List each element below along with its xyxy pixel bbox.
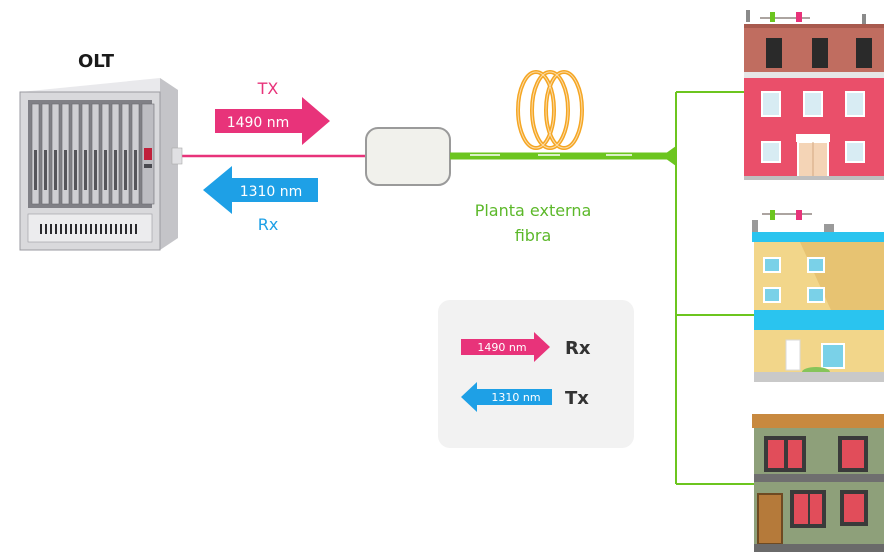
rx-arrow	[203, 166, 318, 214]
building-top-icon	[744, 10, 884, 181]
olt-chassis	[19, 78, 178, 251]
rx-label: Rx	[258, 215, 279, 234]
legend-tx-label: Tx	[565, 388, 589, 409]
olt-title: OLT	[78, 51, 115, 72]
olt-port	[171, 147, 183, 165]
building-bottom-icon	[752, 414, 884, 552]
legend-rx-wavelength: 1490 nm	[477, 341, 526, 354]
fiber-coil-icon	[516, 70, 584, 150]
tx-wavelength: 1490 nm	[227, 115, 290, 131]
legend-tx-wavelength: 1310 nm	[491, 391, 540, 404]
fiber-label-line1: Planta externa	[475, 201, 592, 220]
legend-rx-label: Rx	[565, 338, 591, 359]
tx-label: TX	[257, 79, 279, 98]
distribution-lines	[675, 91, 756, 485]
rx-wavelength: 1310 nm	[240, 184, 303, 200]
fiber-line	[450, 146, 676, 166]
tx-arrow	[215, 97, 330, 145]
legend-rx-arrow	[461, 332, 550, 362]
legend-tx-arrow	[461, 382, 552, 412]
building-middle-icon	[752, 210, 884, 382]
fiber-label-line2: fibra	[515, 226, 552, 245]
legend-box	[438, 300, 634, 448]
splitter-box	[365, 127, 451, 186]
